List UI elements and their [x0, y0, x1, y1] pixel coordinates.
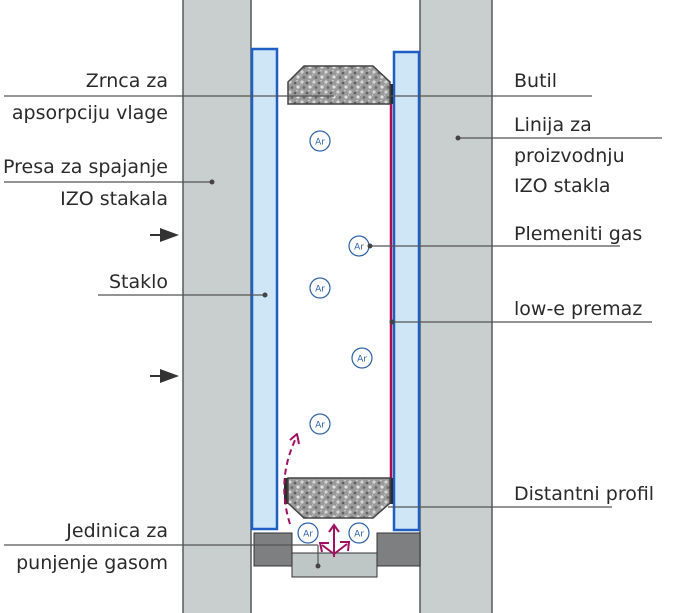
argon-circle: [309, 130, 331, 152]
label-production-line: Linija za: [514, 114, 592, 136]
argon-symbol: Ar: [354, 530, 364, 540]
spacer-bottom: [287, 477, 391, 519]
argon-circle: [348, 522, 370, 544]
production-line-column: [419, 0, 493, 613]
argon-circle: [309, 413, 331, 435]
label-press: IZO stakala: [60, 188, 168, 210]
label-noble-gas: Plemeniti gas: [514, 223, 642, 245]
label-glass: Staklo: [109, 271, 168, 293]
argon-symbol: Ar: [315, 285, 325, 295]
leader-lines: [4, 95, 662, 566]
glass-pane-left: [250, 47, 279, 531]
glass-pane-right: [392, 50, 421, 532]
gas-flow-arrowhead-up: [328, 523, 340, 533]
argon-circle: [297, 522, 319, 544]
gas-flow-arrows: [283, 433, 351, 557]
gas-unit-right-block: [376, 532, 421, 567]
spacer-top: [287, 65, 391, 105]
press-direction-arrows: [150, 228, 179, 383]
label-spacer: Distantni profil: [514, 483, 654, 505]
gas-flow-arrow-right: [333, 543, 348, 555]
label-butyl: Butil: [514, 70, 557, 92]
gas-unit-left-block: [253, 532, 293, 567]
gas-flow-dashed-path: [283, 437, 297, 525]
direction-arrow-icon: [160, 228, 179, 242]
argon-symbol: Ar: [315, 138, 325, 148]
gas-flow-arrowhead-right: [340, 541, 351, 552]
label-production-line: IZO stakla: [514, 175, 611, 197]
argon-circle: [351, 347, 373, 369]
label-moisture-absorber: Zrnca za: [86, 70, 168, 92]
label-gas-unit: punjenje gasom: [16, 552, 168, 574]
label-production-line: proizvodnju: [514, 145, 625, 167]
argon-symbol: Ar: [357, 355, 367, 365]
label-lowe-coating: low-e premaz: [514, 298, 642, 320]
gas-flow-arrowhead-left: [318, 542, 329, 553]
label-gas-unit: Jedinica za: [65, 520, 168, 542]
argon-circle: [309, 277, 331, 299]
gas-flow-arrowhead: [289, 433, 300, 445]
argon-molecules: Ar Ar Ar Ar Ar Ar Ar: [297, 130, 373, 544]
direction-arrow-icon: [160, 369, 179, 383]
argon-symbol: Ar: [303, 530, 313, 540]
argon-symbol: Ar: [354, 243, 364, 253]
argon-symbol: Ar: [315, 421, 325, 431]
label-press: Presa za spajanje: [3, 156, 168, 178]
gas-flow-arrow-left: [321, 544, 335, 555]
press-left-column: [182, 0, 252, 613]
label-moisture-absorber: apsorpciju vlage: [12, 102, 168, 124]
butyl-strip-bottom-left: [284, 478, 288, 504]
leader-dots: [209, 135, 461, 569]
